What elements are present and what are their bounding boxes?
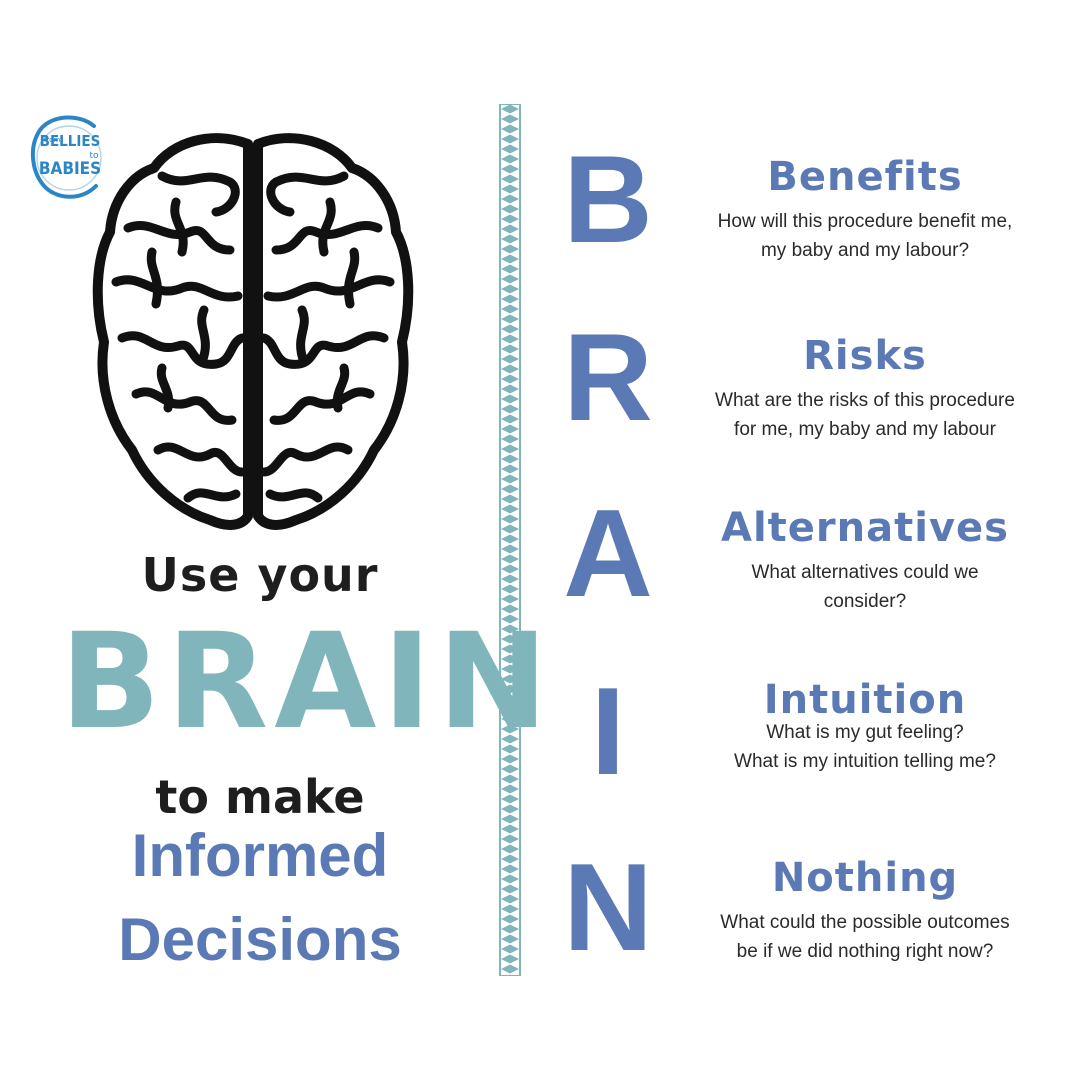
item-alternatives: Alternatives What alternatives could we … (680, 506, 1050, 616)
bellies-to-babies-logo: from BELLIES to BABIES (30, 115, 102, 199)
acronym-letter-a: A (563, 485, 653, 623)
item-intuition: Intuition What is my gut feeling? What i… (680, 678, 1050, 776)
slogan-to-make: to make (155, 770, 365, 824)
item-description-line: What is my intuition telling me? (734, 751, 996, 772)
item-title: Alternatives (721, 505, 1009, 551)
item-title: Intuition (763, 677, 967, 723)
slogan-decisions: Decisions (118, 906, 402, 973)
acronym-letter-i: I (590, 663, 626, 801)
item-benefits: Benefits How will this procedure benefit… (680, 155, 1050, 265)
slogan-brain: BRAIN (60, 605, 554, 759)
item-description-line: What alternatives could we (751, 562, 979, 583)
item-description-line: What are the risks of this procedure (715, 390, 1015, 411)
item-description: What is my gut feeling? What is my intui… (680, 718, 1050, 776)
item-description-line: consider? (823, 591, 907, 612)
item-nothing: Nothing What could the possible outcomes… (680, 856, 1050, 966)
item-description: How will this procedure benefit me, my b… (680, 207, 1050, 265)
acronym-letter-n: N (563, 839, 653, 977)
item-description-line: be if we did nothing right now? (736, 941, 994, 962)
item-description-line: What could the possible outcomes (720, 912, 1010, 933)
item-description-line: What is my gut feeling? (766, 722, 964, 743)
logo-text-from: from (44, 136, 60, 144)
logo-text-bellies: BELLIES (40, 132, 101, 150)
item-risks: Risks What are the risks of this procedu… (680, 334, 1050, 444)
logo-text-babies: BABIES (39, 159, 101, 179)
acronym-letter-r: R (563, 309, 653, 447)
item-title: Benefits (767, 154, 963, 200)
item-description-line: How will this procedure benefit me, (717, 211, 1013, 232)
item-description: What alternatives could we consider? (680, 558, 1050, 616)
item-description: What are the risks of this procedure for… (680, 386, 1050, 444)
acronym-letter-b: B (563, 131, 653, 269)
item-description-line: my baby and my labour? (760, 240, 970, 261)
item-description: What could the possible outcomes be if w… (680, 908, 1050, 966)
slogan-informed: Informed (131, 822, 389, 889)
slogan-use-your: Use your (141, 548, 379, 602)
brain-icon (92, 133, 414, 530)
item-title: Nothing (771, 855, 959, 901)
logo-text-to: to (89, 151, 99, 161)
item-description-line: for me, my baby and my labour (734, 419, 996, 440)
item-title: Risks (803, 333, 927, 379)
decorative-divider (499, 104, 521, 976)
